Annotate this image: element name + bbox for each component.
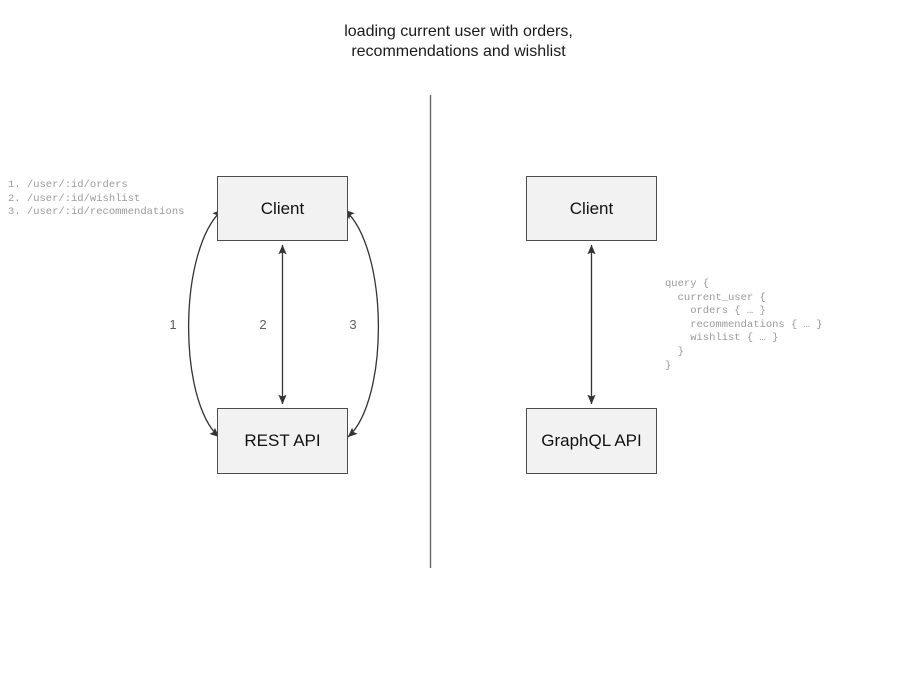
page-title: loading current user with orders, recomm… [344,23,573,60]
node-graphql-api[interactable]: GraphQL API [526,408,657,474]
graphql-query-block: query { current_user { orders { … } reco… [665,278,823,372]
edge-label-3: 3 [349,317,357,332]
edge-label-1: 1 [169,317,177,332]
edge-1-curve [188,209,223,438]
node-client-graphql[interactable]: Client [526,176,657,241]
node-client-rest[interactable]: Client [217,176,348,241]
edge-3-curve [344,209,379,438]
node-rest-api[interactable]: REST API [217,408,348,474]
rest-endpoints-list: 1. /user/:id/orders 2. /user/:id/wishlis… [8,179,185,219]
edge-label-2: 2 [259,317,267,332]
